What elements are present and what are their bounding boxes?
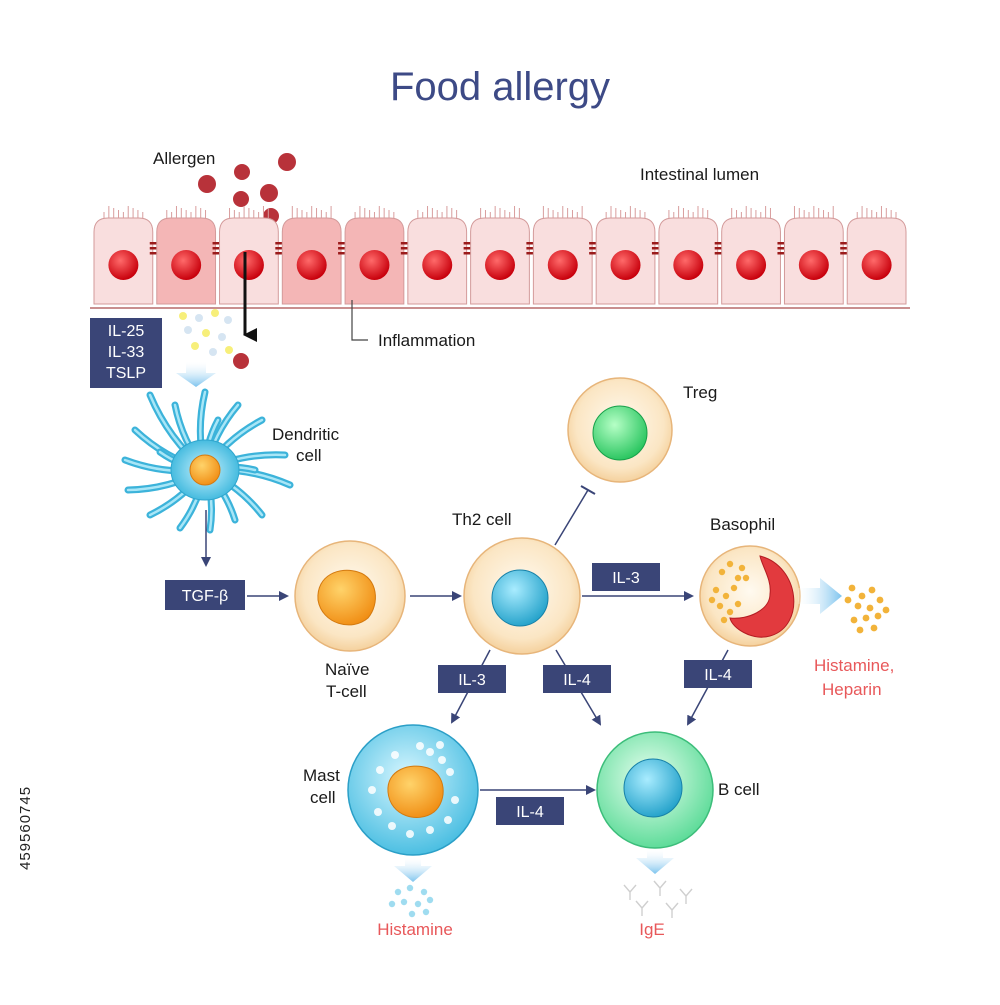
nucleus — [108, 250, 139, 280]
dendritic-cell-label-2: cell — [296, 446, 322, 465]
tgf-box — [165, 580, 245, 610]
page-title: Food allergy — [390, 65, 610, 109]
epithelial-cell — [595, 206, 660, 305]
cytokine-fat-arrow — [176, 362, 216, 387]
epithelial-cell — [783, 206, 849, 305]
basophil-cell — [699, 545, 801, 647]
th2-cell — [463, 537, 581, 655]
il4-basophil-label: IL-4 — [704, 667, 732, 684]
il4-mast-label: IL-4 — [516, 804, 544, 821]
epithelial-cell — [156, 206, 221, 305]
nucleus — [610, 250, 641, 280]
epithelial-cell — [407, 206, 472, 305]
dendritic-cell — [121, 388, 294, 534]
cytokine-dots — [179, 309, 233, 356]
nucleus — [485, 250, 515, 280]
nucleus — [547, 250, 578, 280]
mast-release-arrow — [394, 858, 432, 882]
ige-antibodies — [623, 880, 693, 918]
nucleus — [861, 250, 892, 280]
th2-treg-inhibition-line — [554, 489, 589, 546]
th2-treg-inhibition-bar — [580, 485, 596, 495]
th2-cell-label: Th2 cell — [452, 510, 512, 529]
cytokine-tslp: TSLP — [106, 365, 146, 382]
dendritic-cell-label-1: Dendritic — [272, 425, 340, 444]
il4-basophil-box — [684, 660, 752, 688]
epithelium-layer — [93, 206, 907, 305]
epithelial-cell — [532, 206, 598, 305]
treg-label: Treg — [683, 383, 717, 402]
cytokine-il25: IL-25 — [108, 323, 145, 340]
mast-cell-label-2: cell — [310, 788, 336, 807]
allergen-particle — [233, 353, 249, 369]
epithelial-cell — [281, 206, 347, 305]
basophil-released-granules — [844, 584, 890, 634]
mast-cell-label-1: Mast — [303, 766, 340, 785]
mast-cell — [347, 724, 479, 856]
stock-id: 459560745 — [17, 786, 34, 870]
cytokine-il33: IL-33 — [108, 344, 145, 361]
nucleus — [359, 250, 390, 280]
allergen-particle — [233, 191, 249, 207]
il3-basophil-label: IL-3 — [612, 570, 640, 587]
nucleus — [798, 250, 829, 280]
il3-mast-box — [438, 665, 506, 693]
nucleus — [171, 250, 202, 280]
il3-mast-label: IL-3 — [458, 672, 486, 689]
inflammation-pointer — [351, 300, 368, 341]
epithelial-cell — [219, 206, 284, 305]
nucleus — [296, 250, 327, 280]
allergen-particle — [278, 153, 296, 171]
epithelial-cell — [93, 206, 158, 305]
inflammation-label: Inflammation — [378, 331, 475, 350]
naive-t-cell-label-1: Naïve — [325, 660, 369, 679]
basophil-label: Basophil — [710, 515, 775, 534]
cytokine-box — [90, 318, 162, 388]
basophil-product-1: Histamine, — [814, 656, 894, 675]
allergen-particle — [234, 164, 250, 180]
epithelial-cell — [658, 206, 723, 305]
bcell-release-arrow — [636, 850, 674, 874]
epithelial-cell — [721, 206, 786, 305]
intestinal-lumen-label: Intestinal lumen — [640, 165, 759, 184]
allergen-particle — [198, 175, 216, 193]
allergen-particle — [260, 184, 278, 202]
basophil-release-arrow — [798, 578, 842, 614]
epithelial-cell — [470, 206, 535, 305]
basophil-product-2: Heparin — [822, 680, 882, 699]
bcell-product: IgE — [639, 920, 665, 939]
il4-mast-box — [496, 797, 564, 825]
nucleus — [422, 250, 453, 280]
epithelial-cell — [344, 206, 409, 305]
allergen-label: Allergen — [153, 149, 215, 168]
naive-t-cell — [294, 540, 406, 652]
b-cell — [596, 731, 714, 849]
nucleus — [233, 250, 264, 280]
mast-product: Histamine — [377, 920, 453, 939]
treg-cell — [567, 377, 673, 483]
b-cell-label: B cell — [718, 780, 760, 799]
il3-basophil-box — [592, 563, 660, 591]
mast-released-granules — [388, 884, 434, 918]
nucleus — [673, 250, 704, 280]
il4-bcell-label: IL-4 — [563, 672, 591, 689]
il4-bcell-box — [543, 665, 611, 693]
naive-t-cell-label-2: T-cell — [326, 682, 367, 701]
tgf-label: TGF-β — [182, 588, 229, 605]
epithelial-cell — [846, 206, 907, 305]
nucleus — [736, 250, 767, 280]
